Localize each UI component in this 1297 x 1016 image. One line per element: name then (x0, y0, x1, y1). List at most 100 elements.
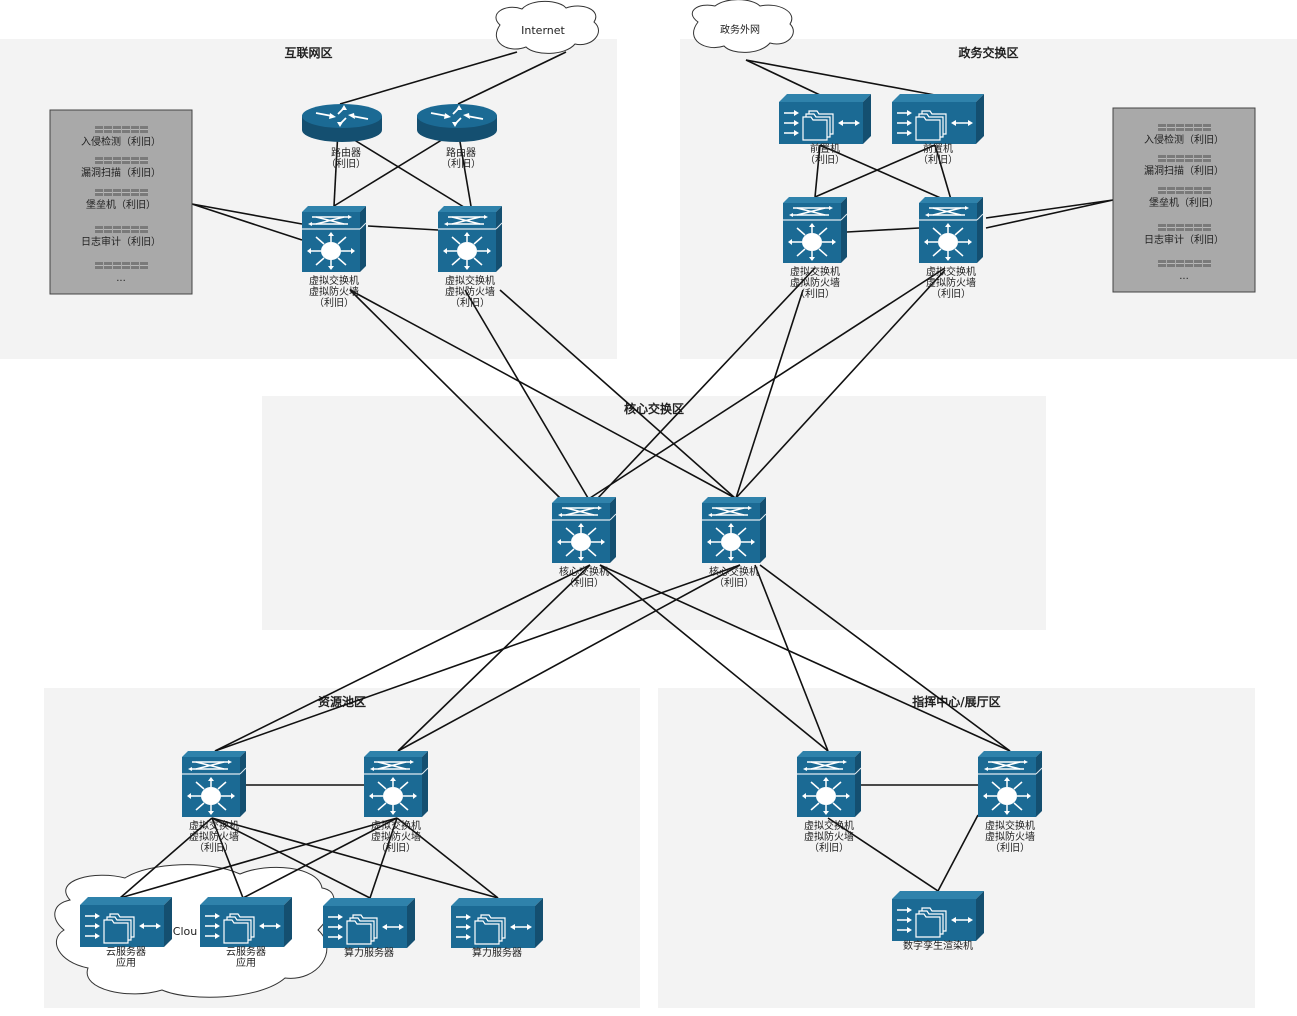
node-label: 算力服务器 (472, 946, 522, 959)
device-rack-icon (1158, 124, 1211, 131)
network-link (759, 564, 1011, 752)
cloud-gov-external-label: 政务外网 (720, 23, 760, 36)
server-icon (199, 896, 293, 948)
node-label: 虚拟防火墙 (445, 285, 495, 298)
network-link (589, 267, 946, 499)
network-link (333, 129, 459, 207)
switch-icon (918, 196, 984, 264)
network-link (457, 129, 473, 213)
router-icon (416, 103, 498, 143)
node-label: （利旧） (918, 154, 958, 166)
node-label: （利旧） (326, 158, 366, 170)
node-label: （利旧） (194, 842, 234, 854)
node-render[interactable]: 数字孪生渲染机 (891, 890, 985, 952)
node-fep1[interactable]: 前置机（利旧） (778, 93, 872, 166)
network-link (814, 144, 821, 198)
node-label: 虚拟交换机 (804, 819, 854, 832)
node-label: 前置机 (923, 142, 953, 155)
node-fep2[interactable]: 前置机（利旧） (891, 93, 985, 166)
network-link (934, 144, 953, 204)
switch-icon (181, 750, 247, 818)
security-item-label: 入侵检测（利旧） (81, 135, 161, 148)
network-link (397, 564, 741, 752)
security-item-label: ... (1179, 271, 1189, 282)
network-link (333, 129, 339, 207)
zone-command-center: 指挥中心/展厅区 (658, 688, 1255, 1008)
zone-title-command-center: 指挥中心/展厅区 (912, 695, 1001, 709)
node-label: （利旧） (931, 288, 971, 300)
switch-icon (437, 205, 503, 273)
node-label: （利旧） (714, 577, 754, 589)
node-label: 虚拟防火墙 (790, 276, 840, 289)
node-label: （利旧） (450, 297, 490, 309)
node-label: 虚拟交换机 (445, 274, 495, 287)
network-link (457, 51, 567, 105)
network-link (397, 564, 591, 752)
switch-icon (782, 196, 848, 264)
node-router1[interactable]: 路由器（利旧） (301, 103, 383, 170)
node-label: 虚拟防火墙 (926, 276, 976, 289)
node-label: （利旧） (809, 842, 849, 854)
security-item-label: 日志审计（利旧） (1144, 233, 1224, 246)
node-label: 算力服务器 (344, 946, 394, 959)
network-link (754, 564, 829, 752)
security-item-label: 日志审计（利旧） (81, 235, 161, 248)
security-item-label: 入侵检测（利旧） (1144, 133, 1224, 146)
node-compute-srv2[interactable]: 算力服务器 (450, 897, 544, 959)
network-link (499, 289, 736, 499)
network-link (599, 564, 1011, 752)
node-label: 云服务器 (106, 945, 146, 958)
switch-icon (977, 750, 1043, 818)
security-item-label: 堡垒机（利旧） (86, 198, 156, 211)
cloud-internet-label: Internet (521, 24, 565, 37)
zone-title-resource-pool: 资源池区 (317, 695, 366, 709)
node-label: 核心交换机 (559, 565, 609, 578)
node-label: 前置机 (810, 142, 840, 155)
device-rack-icon (1158, 224, 1211, 231)
zone-core: 核心交换区 (262, 396, 1046, 630)
network-link (937, 814, 979, 892)
node-label: 虚拟交换机 (926, 265, 976, 278)
network-link (396, 817, 499, 899)
device-rack-icon (95, 157, 148, 164)
network-link (211, 817, 371, 899)
node-label: （利旧） (376, 842, 416, 854)
node-label: 路由器 (446, 146, 476, 159)
security-item-label: 漏洞扫描（利旧） (81, 166, 161, 179)
node-router2[interactable]: 路由器（利旧） (416, 103, 498, 170)
network-link (191, 203, 303, 241)
switch-icon (363, 750, 429, 818)
cloud-internet: Internet (495, 0, 599, 54)
cloud-pool-label: Clou (173, 925, 197, 938)
node-label: 虚拟防火墙 (309, 285, 359, 298)
node-compute-srv1[interactable]: 算力服务器 (322, 897, 416, 959)
node-core2[interactable]: 核心交换机（利旧） (701, 496, 767, 589)
security-item-label: 漏洞扫描（利旧） (1144, 164, 1224, 177)
switch-icon (796, 750, 862, 818)
node-label: （利旧） (564, 577, 604, 589)
network-link (214, 564, 591, 752)
network-link (846, 227, 920, 233)
node-label: （利旧） (795, 288, 835, 300)
security-item-label: 堡垒机（利旧） (1149, 196, 1219, 209)
node-core1[interactable]: 核心交换机（利旧） (551, 496, 617, 589)
network-link (119, 817, 213, 899)
security-box-internet: 入侵检测（利旧）漏洞扫描（利旧）堡垒机（利旧）日志审计（利旧）... (49, 109, 193, 295)
network-link (735, 269, 946, 499)
network-link (985, 199, 1114, 219)
device-rack-icon (1158, 260, 1211, 267)
network-link (214, 564, 741, 752)
server-icon (778, 93, 872, 145)
network-link (599, 564, 829, 752)
